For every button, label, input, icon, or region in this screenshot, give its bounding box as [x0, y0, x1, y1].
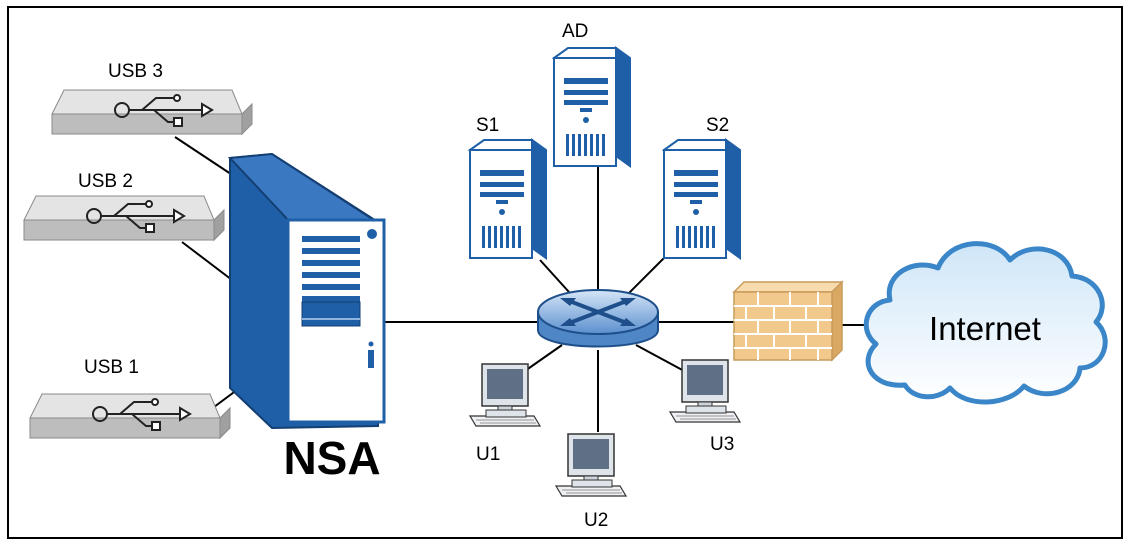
server-tower-icon [469, 139, 547, 259]
nsa-label: NSA [283, 432, 380, 484]
router-icon [537, 289, 659, 348]
link-router-u3 [635, 344, 687, 373]
usb-drive-icon [51, 89, 253, 135]
ad-label: AD [562, 21, 588, 42]
s1-label: S1 [476, 115, 499, 136]
usb1-label: USB 1 [84, 357, 139, 378]
nas-server-icon [227, 152, 386, 430]
internet-cloud-icon [863, 241, 1108, 405]
usb-drive-icon [23, 195, 225, 241]
internet-label: Internet [929, 310, 1041, 347]
usb-drive-icon [29, 393, 231, 439]
server-tower-icon [553, 47, 631, 167]
u3-label: U3 [710, 434, 734, 455]
link-usb2-nsa [181, 241, 237, 284]
u2-label: U2 [584, 510, 608, 531]
u1-label: U1 [476, 444, 500, 465]
server-tower-icon [663, 139, 741, 259]
usb3-label: USB 3 [108, 61, 163, 82]
firewall-icon [732, 280, 844, 362]
usb2-label: USB 2 [78, 171, 133, 192]
s2-label: S2 [706, 115, 729, 136]
